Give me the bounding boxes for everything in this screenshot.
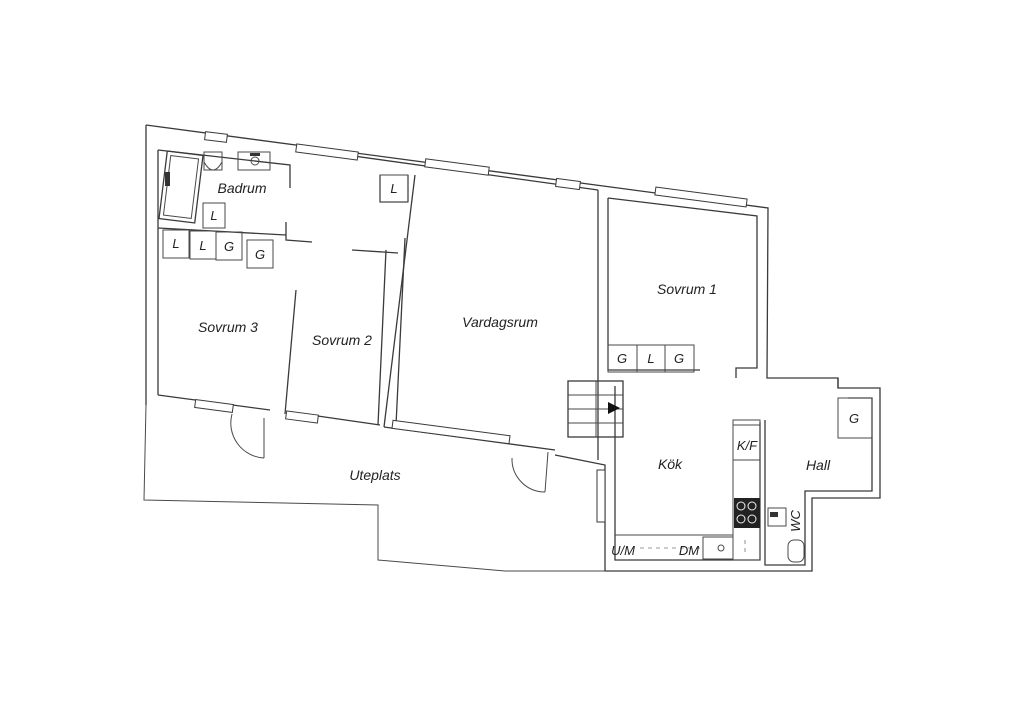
fixture-label-dm: DM	[679, 543, 699, 558]
closet-badrum-l2	[202, 202, 226, 229]
doors	[230, 413, 549, 493]
stairs	[567, 380, 624, 438]
fixture-label-um: U/M	[611, 543, 635, 558]
room-label-uteplats: Uteplats	[349, 467, 400, 483]
room-label-sovrum3: Sovrum 3	[198, 319, 258, 335]
toilet	[203, 151, 223, 171]
sink	[237, 151, 271, 171]
closet-label-row-l1: L	[172, 236, 179, 251]
room-label-kok: Kök	[658, 456, 683, 472]
room-label-vardagsrum: Vardagsrum	[462, 314, 538, 330]
interior-walls	[157, 174, 839, 428]
closet-label-hall-g: G	[849, 411, 859, 426]
closet-label-row-l2: L	[199, 238, 206, 253]
fixture-label-kf: K/F	[737, 438, 758, 453]
closet-row-g2	[246, 239, 274, 269]
room-label-hall: Hall	[806, 457, 831, 473]
closet-sovrum1	[607, 344, 695, 373]
fixture-label-wc: WC	[788, 510, 803, 532]
patio-outline	[143, 404, 605, 572]
closet-row-g1	[215, 231, 243, 261]
stove	[734, 498, 760, 528]
windows	[194, 131, 748, 523]
closet-label-sovrum1-l: L	[647, 351, 654, 366]
kitchen-sink	[702, 536, 734, 560]
kitchen-fixtures	[615, 419, 761, 561]
closet-hall	[837, 397, 873, 439]
room-label-sovrum1: Sovrum 1	[657, 281, 717, 297]
room-label-sovrum2: Sovrum 2	[312, 332, 372, 348]
wc-fixtures	[767, 507, 805, 563]
closet-label-sovrum1-g1: G	[617, 351, 627, 366]
closet-row-l1	[162, 229, 190, 259]
closet-label-badrum-l: L	[390, 181, 397, 196]
closet-label-badrum-l2: L	[210, 208, 217, 223]
closet-label-row-g2: G	[255, 247, 265, 262]
closets	[162, 174, 873, 439]
closet-badrum-l	[379, 174, 409, 203]
closet-label-row-g1: G	[224, 239, 234, 254]
room-label-badrum: Badrum	[217, 180, 266, 196]
closet-label-sovrum1-g2: G	[674, 351, 684, 366]
bathtub	[158, 150, 204, 224]
